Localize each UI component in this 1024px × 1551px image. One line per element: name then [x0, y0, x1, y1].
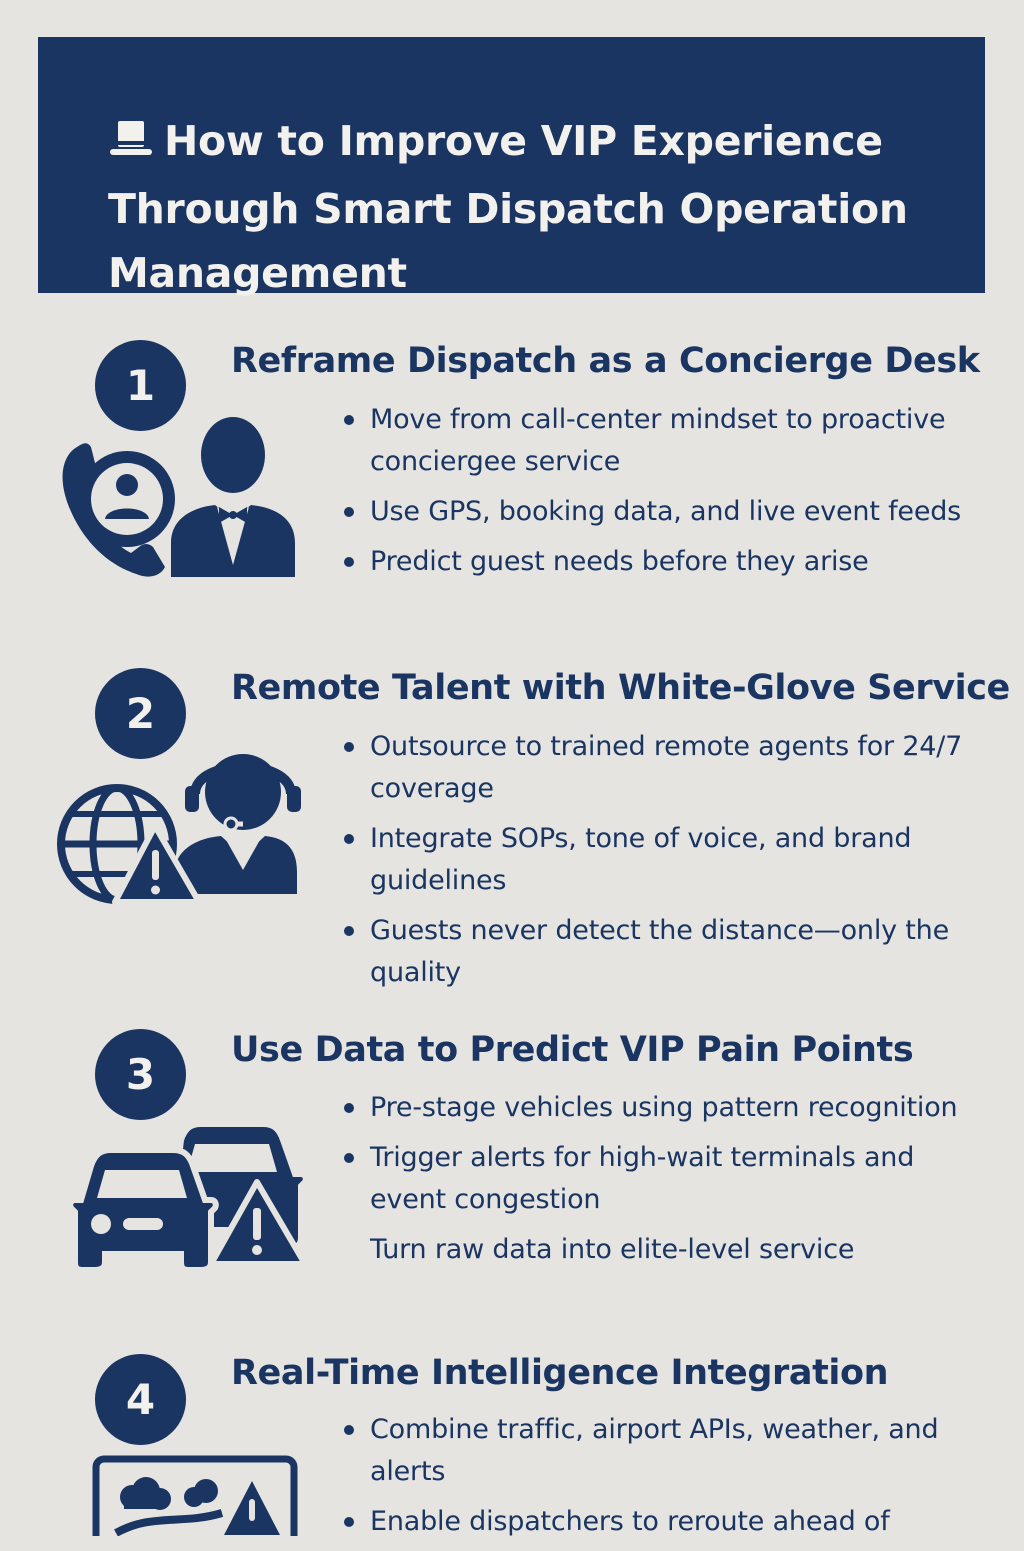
section-title: Remote Talent with White-Glove Service [231, 668, 1010, 708]
section-title: Real-Time Intelligence Integration [231, 1353, 889, 1393]
vehicles-alert-icon [55, 1120, 315, 1274]
list-item: Outsource to trained remote agents for 2… [338, 726, 978, 810]
section-title: Reframe Dispatch as a Concierge Desk [231, 341, 980, 381]
list-item: Turn raw data into elite-level service [370, 1234, 855, 1265]
step-number-badge: 2 [95, 668, 186, 759]
list-item: Move from call-center mindset to proacti… [338, 399, 978, 483]
page-title-text: How to Improve VIP Experience Through Sm… [108, 117, 908, 297]
list-item: Combine traffic, airport APIs, weather, … [338, 1409, 978, 1493]
header-banner: How to Improve VIP Experience Through Sm… [38, 37, 985, 297]
concierge-phone-icon [55, 415, 305, 584]
bullet-list: Pre-stage vehicles using pattern recogni… [338, 1087, 978, 1279]
bullet-list: Outsource to trained remote agents for 2… [338, 726, 978, 1002]
list-item: Integrate SOPs, tone of voice, and brand… [338, 818, 978, 902]
bullet-list: Combine traffic, airport APIs, weather, … [338, 1409, 978, 1551]
list-item: Trigger alerts for high-wait terminals a… [338, 1137, 978, 1221]
bullet-list: Move from call-center mindset to proacti… [338, 399, 978, 591]
list-item: Enable dispatchers to reroute ahead of [338, 1501, 978, 1543]
page-title: How to Improve VIP Experience Through Sm… [108, 109, 925, 305]
step-number-badge: 3 [95, 1029, 186, 1120]
dashboard-alert-icon [92, 1455, 298, 1551]
list-item: Use GPS, booking data, and live event fe… [338, 491, 978, 533]
list-item: Pre-stage vehicles using pattern recogni… [338, 1087, 978, 1129]
remote-agent-globe-icon [55, 742, 305, 926]
step-number-badge: 1 [95, 340, 186, 431]
list-item: Guests never detect the distance—only th… [338, 910, 978, 994]
step-number-badge: 4 [95, 1354, 186, 1445]
top-hat-icon [108, 113, 154, 177]
list-item: Predict guest needs before they arise [338, 541, 978, 583]
section-title: Use Data to Predict VIP Pain Points [231, 1030, 914, 1070]
